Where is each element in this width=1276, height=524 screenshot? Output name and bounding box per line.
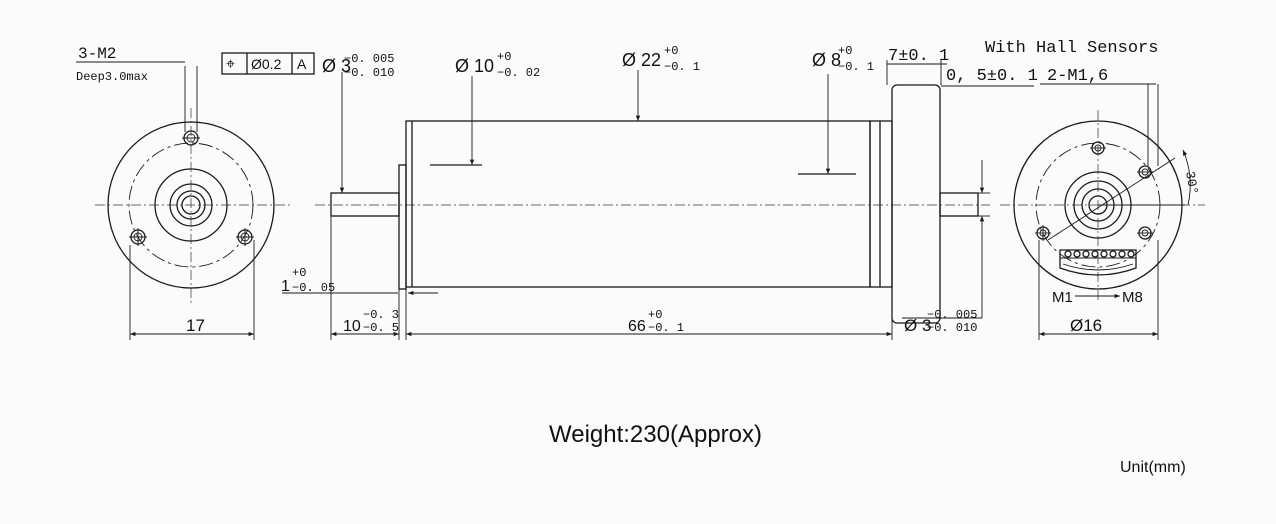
svg-text:Ø 22: Ø 22 bbox=[622, 50, 661, 70]
weight-note: Weight:230(Approx) bbox=[549, 421, 762, 448]
rear-shaft bbox=[939, 192, 979, 217]
gdt-datum: A bbox=[297, 56, 307, 72]
angle-label: 30° bbox=[1182, 170, 1201, 196]
front-shaft bbox=[330, 192, 400, 217]
front-view bbox=[76, 61, 292, 340]
side-view bbox=[282, 60, 1034, 340]
motor-body bbox=[405, 120, 871, 288]
rear-mounting-hole bbox=[1137, 165, 1153, 179]
thread-callout-rear: 2-M1,6 bbox=[1047, 67, 1108, 86]
rear-mounting-hole bbox=[1090, 141, 1106, 155]
svg-text:−0. 005: −0. 005 bbox=[927, 308, 977, 322]
svg-text:−0. 1: −0. 1 bbox=[838, 60, 874, 74]
svg-text:1: 1 bbox=[281, 278, 290, 295]
dim-10: 10 −0. 3 −0. 5 bbox=[343, 308, 399, 335]
dim-shaft-front: Ø 3 −0. 005 −0. 010 bbox=[322, 52, 394, 80]
dim-66: 66 +0 −0. 1 bbox=[628, 308, 684, 335]
svg-text:Ø 10: Ø 10 bbox=[455, 56, 494, 76]
svg-text:−0. 5: −0. 5 bbox=[363, 321, 399, 335]
dim-1: 1 +0 −0. 05 bbox=[281, 266, 335, 295]
hall-connector bbox=[1059, 249, 1137, 276]
pin-m8-label: M8 bbox=[1122, 289, 1143, 306]
front-flange-outline bbox=[107, 121, 275, 289]
svg-text:−0. 02: −0. 02 bbox=[497, 66, 540, 80]
thread-callout-front: 3-M2 bbox=[78, 45, 116, 63]
dim-d8: Ø 8 +0 −0. 1 bbox=[812, 44, 874, 74]
dim-d22: Ø 22 +0 −0. 1 bbox=[622, 44, 700, 74]
svg-text:Ø 8: Ø 8 bbox=[812, 50, 841, 70]
svg-text:+0: +0 bbox=[664, 44, 678, 58]
svg-text:+0: +0 bbox=[292, 266, 306, 280]
svg-text:10: 10 bbox=[343, 318, 361, 335]
svg-text:+0: +0 bbox=[648, 308, 662, 322]
svg-text:Ø 3: Ø 3 bbox=[904, 316, 931, 335]
depth-callout-front: Deep3.0max bbox=[76, 70, 148, 84]
svg-text:−0. 3: −0. 3 bbox=[363, 308, 399, 322]
front-mounting-hole bbox=[182, 130, 200, 146]
rear-mounting-hole bbox=[1035, 225, 1051, 241]
svg-text:−0. 05: −0. 05 bbox=[292, 281, 335, 295]
svg-text:+0: +0 bbox=[838, 44, 852, 58]
rear-flange bbox=[891, 84, 941, 324]
unit-note: Unit(mm) bbox=[1120, 459, 1186, 476]
dim-16: Ø16 bbox=[1070, 316, 1102, 335]
front-mounting-hole bbox=[129, 228, 147, 246]
front-boss bbox=[398, 164, 407, 290]
pin-m1-label: M1 bbox=[1052, 289, 1073, 306]
svg-text:−0. 1: −0. 1 bbox=[664, 60, 700, 74]
svg-text:−0. 010: −0. 010 bbox=[344, 66, 394, 80]
rear-view: 30° bbox=[1000, 83, 1205, 340]
svg-text:−0. 1: −0. 1 bbox=[648, 321, 684, 335]
dim-shaft-rear: Ø 3 −0. 005 −0. 010 bbox=[904, 308, 977, 335]
dim-0-5: 0, 5±0. 1 bbox=[946, 67, 1038, 86]
front-mounting-hole bbox=[236, 228, 254, 246]
gdt-tolerance: Ø0.2 bbox=[251, 56, 282, 72]
svg-text:Ø 3: Ø 3 bbox=[322, 56, 351, 76]
svg-text:−0. 010: −0. 010 bbox=[927, 321, 977, 335]
gdt-frame: ⌖ Ø0.2 A bbox=[221, 52, 315, 75]
dim-7: 7±0. 1 bbox=[888, 47, 949, 66]
hall-sensor-note: With Hall Sensors bbox=[985, 39, 1158, 58]
rear-mounting-hole bbox=[1137, 226, 1153, 240]
svg-text:66: 66 bbox=[628, 318, 646, 335]
dim-d10: Ø 10 +0 −0. 02 bbox=[455, 50, 540, 80]
svg-text:−0. 005: −0. 005 bbox=[344, 52, 394, 66]
position-icon: ⌖ bbox=[226, 56, 235, 73]
dim-17: 17 bbox=[186, 316, 205, 335]
svg-text:+0: +0 bbox=[497, 50, 511, 64]
rear-section bbox=[869, 120, 893, 288]
